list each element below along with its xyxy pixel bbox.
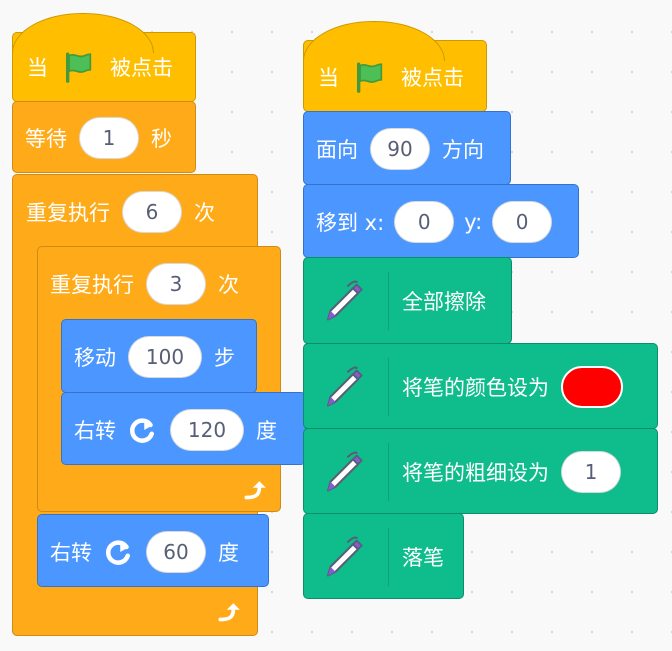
point-in-direction-block[interactable]: 面向 90 方向 xyxy=(303,111,511,185)
set-pen-color-block[interactable]: 将笔的颜色设为 xyxy=(303,343,658,429)
turn-right-60-block[interactable]: 右转 60 度 xyxy=(37,514,269,587)
when-label: 当 xyxy=(318,66,339,90)
pen-color-swatch[interactable] xyxy=(561,366,623,408)
turn-right-120-block[interactable]: 右转 120 度 xyxy=(61,392,306,465)
green-flag-icon xyxy=(356,62,383,93)
pen-icon xyxy=(327,536,363,577)
goto-y-label: y: xyxy=(464,210,483,234)
move-steps-block[interactable]: 移动 100 步 xyxy=(61,319,257,393)
pen-icon xyxy=(327,280,363,321)
set-color-label: 将笔的颜色设为 xyxy=(402,376,549,400)
turn-outer-unit: 度 xyxy=(218,541,239,565)
turn-inner-degrees-input[interactable]: 120 xyxy=(170,409,244,451)
hat-cap xyxy=(303,21,445,61)
loop-arrow-icon xyxy=(218,603,240,622)
pen-icon xyxy=(327,366,363,407)
repeat-inner-count-input[interactable]: 3 xyxy=(146,263,206,305)
x-input[interactable]: 0 xyxy=(394,201,455,243)
repeat-outer-label: 重复执行 xyxy=(26,201,110,225)
erase-all-block[interactable]: 全部擦除 xyxy=(303,257,512,344)
pen-size-input[interactable]: 1 xyxy=(561,451,621,493)
pen-down-label: 落笔 xyxy=(402,546,444,570)
when-label: 当 xyxy=(27,56,48,80)
green-flag-icon xyxy=(65,52,92,83)
wait-seconds-input[interactable]: 1 xyxy=(79,117,139,159)
goto-label: 移到 x: xyxy=(316,211,385,235)
repeat-inner-label: 重复执行 xyxy=(50,273,134,297)
pen-down-block[interactable]: 落笔 xyxy=(303,513,464,599)
turn-outer-degrees-input[interactable]: 60 xyxy=(146,531,206,573)
wait-unit: 秒 xyxy=(151,127,172,151)
repeat-outer-unit: 次 xyxy=(194,201,215,225)
wait-label: 等待 xyxy=(25,127,67,151)
go-to-xy-block[interactable]: 移到 x: 0 y: 0 xyxy=(303,184,579,258)
turn-inner-unit: 度 xyxy=(256,419,277,443)
move-steps-input[interactable]: 100 xyxy=(128,336,202,378)
move-unit: 步 xyxy=(214,346,235,370)
direction-input[interactable]: 90 xyxy=(370,128,430,170)
clicked-label: 被点击 xyxy=(401,66,464,90)
when-flag-clicked-block[interactable]: 当 被点击 xyxy=(303,21,487,112)
turn-inner-label: 右转 xyxy=(74,419,116,443)
clicked-label: 被点击 xyxy=(110,56,173,80)
wait-block[interactable]: 等待 1 秒 xyxy=(12,101,196,173)
move-label: 移动 xyxy=(74,346,116,370)
repeat-outer-count-input[interactable]: 6 xyxy=(122,191,182,233)
point-unit: 方向 xyxy=(442,138,484,162)
when-flag-clicked-block[interactable]: 当 被点击 xyxy=(12,13,196,102)
y-input[interactable]: 0 xyxy=(492,201,553,243)
pen-icon xyxy=(327,451,363,492)
rotate-right-icon xyxy=(130,418,154,443)
rotate-right-icon xyxy=(106,540,130,565)
erase-all-label: 全部擦除 xyxy=(402,290,486,314)
set-pen-size-block[interactable]: 将笔的粗细设为 1 xyxy=(303,428,658,514)
turn-outer-label: 右转 xyxy=(50,541,92,565)
loop-arrow-icon xyxy=(244,481,266,500)
point-label: 面向 xyxy=(316,138,358,162)
set-size-label: 将笔的粗细设为 xyxy=(402,461,549,485)
repeat-inner-unit: 次 xyxy=(218,273,239,297)
